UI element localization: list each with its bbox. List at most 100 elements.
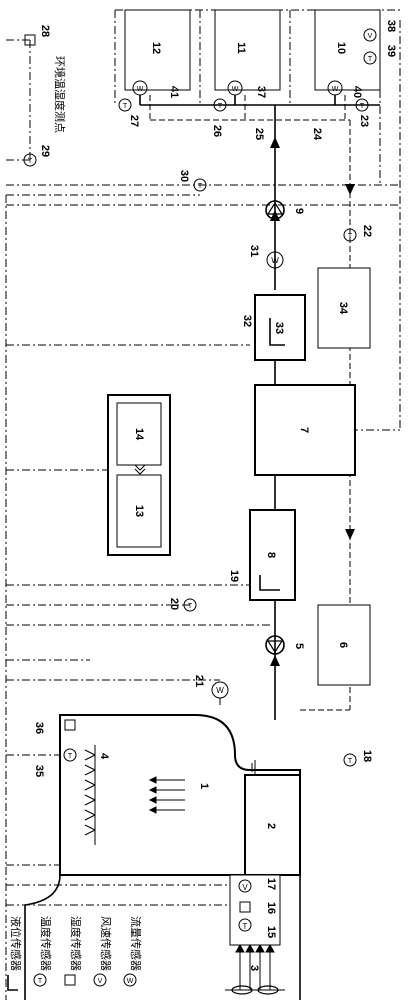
svg-text:T: T <box>123 103 128 110</box>
svg-text:21: 21 <box>193 675 205 687</box>
pump-5: 5 <box>265 635 305 655</box>
pump-9: 9 <box>265 200 305 220</box>
temperature-sensor-27: T 27 <box>118 98 140 127</box>
temperature-sensor-23: T 23 <box>355 98 370 127</box>
svg-text:1: 1 <box>198 783 210 789</box>
legend-humidity-sensor: 湿度传感器 <box>64 916 83 986</box>
flow-sensor-21: W 21 <box>193 675 229 705</box>
svg-text:16: 16 <box>265 902 277 914</box>
temperature-sensor-39: T 39 <box>363 45 397 65</box>
flow-sensor-37: W 37 <box>227 80 267 98</box>
svg-text:V: V <box>98 978 103 985</box>
svg-text:40: 40 <box>351 86 363 98</box>
component-12: 12 <box>124 9 191 91</box>
legend: 液位传感器 T 温度传感器 湿度传感器 V 风速传感器 W 流量传感器 <box>7 916 143 991</box>
svg-text:T: T <box>348 233 353 240</box>
svg-text:10: 10 <box>335 42 347 54</box>
svg-text:流量传感器: 流量传感器 <box>129 916 143 971</box>
fan-3: 3 <box>225 965 285 995</box>
temperature-sensor-26: T 26 <box>211 98 227 137</box>
svg-text:7: 7 <box>298 427 310 433</box>
svg-text:T: T <box>243 922 248 931</box>
svg-text:19: 19 <box>228 570 240 582</box>
svg-text:17: 17 <box>265 878 277 890</box>
svg-text:W: W <box>271 256 279 265</box>
humidity-sensor-36: 36 <box>33 719 76 734</box>
signal-lines <box>5 9 401 1000</box>
svg-text:W: W <box>332 86 339 93</box>
flow-sensor-31: W 31 <box>248 245 284 269</box>
component-33: 33 <box>254 294 306 361</box>
temperature-sensor-22: T 22 <box>343 225 373 242</box>
svg-text:T: T <box>360 103 365 110</box>
svg-text:28: 28 <box>39 25 51 37</box>
svg-text:9: 9 <box>293 208 305 214</box>
svg-text:12: 12 <box>150 42 162 54</box>
svg-text:29: 29 <box>39 145 51 157</box>
chamber-1: 1 4 <box>59 714 301 876</box>
svg-text:22: 22 <box>361 225 373 237</box>
svg-text:V: V <box>242 883 248 892</box>
flow-sensor-40: W 40 <box>327 80 363 98</box>
svg-text:30: 30 <box>178 170 190 182</box>
svg-text:W: W <box>232 86 239 93</box>
level-sensor-32: 32 <box>241 315 285 346</box>
level-sensor-19: 19 <box>228 570 280 591</box>
svg-text:23: 23 <box>358 115 370 127</box>
temperature-sensor-30: T 30 <box>178 170 207 192</box>
svg-text:37: 37 <box>255 86 267 98</box>
svg-text:2: 2 <box>265 823 277 829</box>
humidity-sensor-28: 28 <box>24 25 51 46</box>
svg-text:15: 15 <box>265 926 277 938</box>
component-7: 7 <box>254 384 356 476</box>
temperature-sensor-29: T 29 <box>23 145 51 167</box>
component-11: 11 <box>214 9 281 91</box>
svg-text:41: 41 <box>168 86 180 98</box>
svg-text:8: 8 <box>265 552 277 558</box>
component-13-14: 14 13 <box>107 394 171 556</box>
svg-text:13: 13 <box>133 505 145 517</box>
svg-text:6: 6 <box>337 642 349 648</box>
svg-text:T: T <box>198 183 203 190</box>
svg-text:W: W <box>137 86 144 93</box>
sensor-box-15-17: T V 15 16 17 <box>229 874 281 946</box>
svg-text:5: 5 <box>293 643 305 649</box>
svg-text:W: W <box>127 978 134 985</box>
svg-text:39: 39 <box>385 45 397 57</box>
velocity-sensor-38: V 38 <box>363 20 397 42</box>
svg-text:20: 20 <box>168 598 180 610</box>
temperature-sensor-35: T 35 <box>33 748 77 777</box>
svg-text:38: 38 <box>385 20 397 32</box>
svg-text:T: T <box>188 603 193 610</box>
component-8: 8 <box>249 509 296 601</box>
svg-text:36: 36 <box>33 722 45 734</box>
label-24: 24 <box>311 128 323 141</box>
svg-text:11: 11 <box>235 42 247 54</box>
svg-text:液位传感器: 液位传感器 <box>9 916 23 971</box>
temperature-sensor-20: T 20 <box>168 598 197 612</box>
legend-level-sensor: 液位传感器 <box>7 916 23 991</box>
inlet-duct <box>24 874 301 1000</box>
svg-text:T: T <box>68 753 73 760</box>
svg-text:32: 32 <box>241 315 253 327</box>
legend-velocity-sensor: V 风速传感器 <box>93 916 112 987</box>
svg-text:34: 34 <box>337 302 349 315</box>
svg-text:33: 33 <box>273 322 285 334</box>
svg-text:18: 18 <box>361 750 373 762</box>
process-pipes <box>139 95 380 720</box>
svg-text:T: T <box>348 758 353 765</box>
component-6: 6 <box>317 604 371 686</box>
legend-flow-sensor: W 流量传感器 <box>123 916 143 987</box>
flow-sensor-41: W 41 <box>132 80 180 98</box>
svg-text:4: 4 <box>98 753 110 760</box>
svg-text:温度传感器: 温度传感器 <box>39 916 53 971</box>
tank-2: 2 <box>244 760 301 876</box>
svg-text:V: V <box>368 33 373 40</box>
svg-text:14: 14 <box>133 428 145 441</box>
component-34: 34 <box>317 267 371 349</box>
svg-text:35: 35 <box>33 765 45 777</box>
svg-text:T: T <box>368 56 373 63</box>
svg-text:风速传感器: 风速传感器 <box>99 916 112 971</box>
label-25: 25 <box>253 128 265 140</box>
